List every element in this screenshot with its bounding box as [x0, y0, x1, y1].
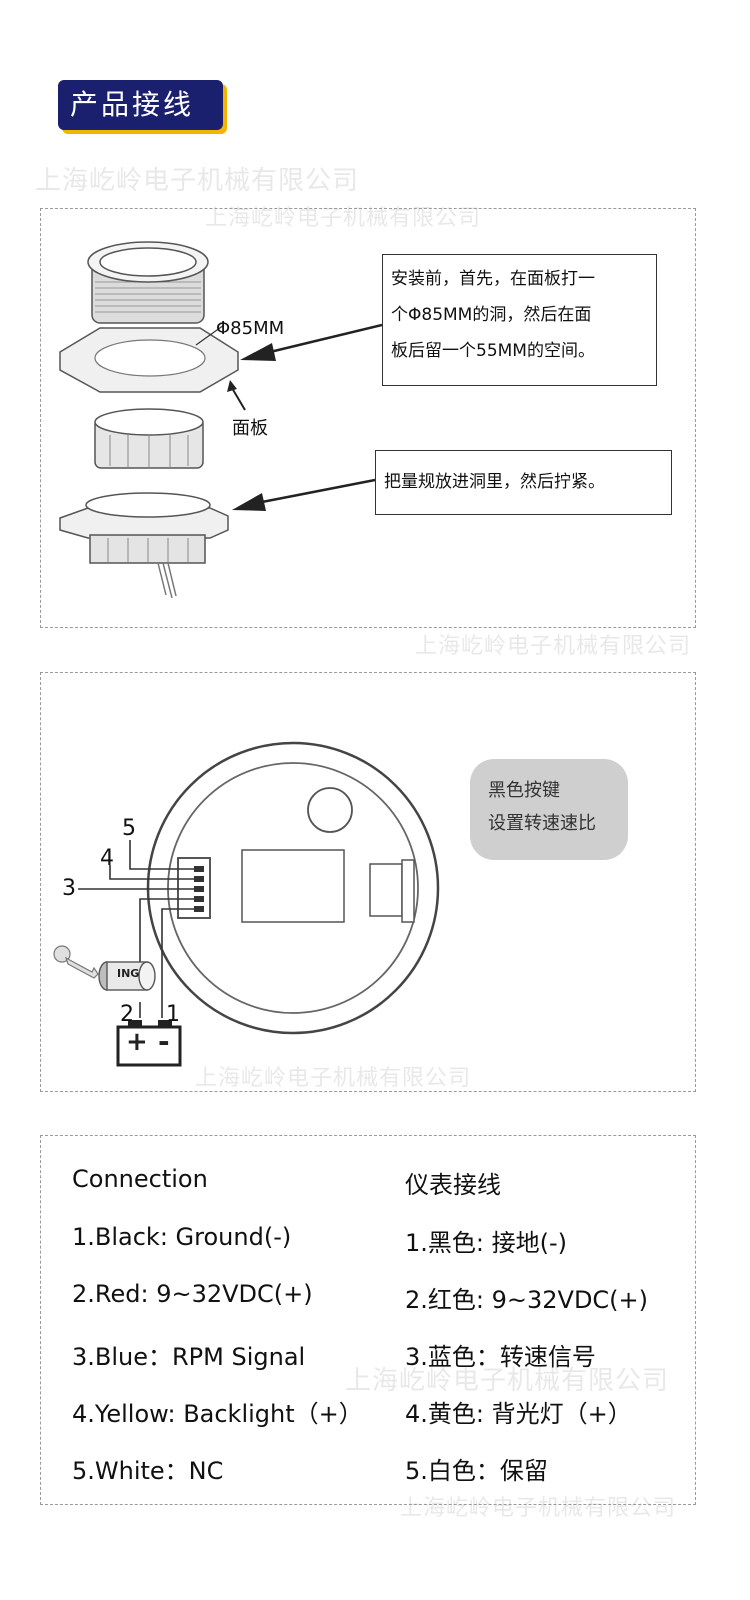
side-tab: [401, 859, 415, 923]
callout-arrow-1: [240, 323, 383, 361]
wire-number-4: 4: [100, 846, 114, 871]
wire-number-1: 1: [166, 1002, 180, 1027]
connection-row-cn: 3.蓝色：转速信号: [405, 1343, 596, 1371]
install-callout-2: 把量规放进洞里，然后拧紧。: [375, 450, 672, 515]
wiring-panel: [40, 672, 696, 1092]
connection-row-en: 3.Blue：RPM Signal: [72, 1343, 306, 1371]
installation-diagram: [59, 241, 383, 599]
battery-terminal-neg: [158, 1020, 172, 1027]
connection-heading-cn: 仪表接线: [405, 1171, 501, 1199]
watermark: 上海屹岭电子机械有限公司: [195, 1066, 472, 1091]
connection-row-cn: 4.黄色: 背光灯（+）: [405, 1400, 632, 1428]
wiring-diagram: [53, 741, 440, 1067]
install-callout-1: 安装前，首先，在面板打一 个Φ85MM的洞，然后在面 板后留一个55MM的空间。: [382, 254, 657, 386]
callout-line: 安装前，首先，在面板打一: [391, 269, 595, 289]
connection-heading-en: Connection: [72, 1165, 208, 1193]
battery-plus-label: +: [126, 1027, 148, 1057]
button-note-pill: 黑色按键 设置转速速比: [470, 759, 628, 860]
connection-row-en: 5.White：NC: [72, 1457, 224, 1485]
connection-row-cn: 1.黑色: 接地(-): [405, 1229, 567, 1257]
button-note-line: 黑色按键: [488, 780, 560, 801]
battery-terminal-pos: [128, 1020, 142, 1027]
panel-label: 面板: [232, 418, 268, 439]
connection-row-cn: 2.红色: 9~32VDC(+): [405, 1286, 649, 1314]
setting-button: [307, 787, 353, 833]
wires: [78, 840, 196, 1018]
watermark: 上海屹岭电子机械有限公司: [35, 166, 360, 196]
dimension-leader: [195, 324, 225, 346]
battery: [116, 1025, 182, 1067]
wire-number-3: 3: [62, 876, 76, 901]
button-note-line: 设置转速速比: [488, 813, 596, 834]
watermark: 上海屹岭电子机械有限公司: [205, 206, 482, 231]
wire-number-2: 2: [120, 1002, 134, 1027]
gauge-bezel: [87, 241, 209, 324]
battery-minus-label: -: [158, 1025, 170, 1058]
side-component: [369, 863, 403, 917]
callout-line: 把量规放进洞里，然后拧紧。: [384, 472, 605, 492]
watermark: 上海屹岭电子机械有限公司: [400, 1496, 677, 1521]
ignition-label: ING: [117, 967, 140, 980]
connection-row-cn: 5.白色：保留: [405, 1457, 548, 1485]
dimension-label: Φ85MM: [216, 318, 285, 339]
callout-arrow-2: [232, 478, 376, 511]
section-title-badge: 产品接线: [58, 80, 227, 134]
watermark: 上海屹岭电子机械有限公司: [345, 1366, 670, 1396]
connector-pins: [194, 866, 204, 912]
ignition-switch: [98, 961, 156, 991]
callout-line: 个Φ85MM的洞，然后在面: [391, 305, 592, 325]
connection-row-en: 4.Yellow: Backlight（+）: [72, 1400, 363, 1428]
panel-label-arrow: [227, 380, 246, 411]
watermark: 上海屹岭电子机械有限公司: [415, 634, 692, 659]
lock-nut: [94, 408, 204, 469]
connection-panel: [40, 1135, 696, 1505]
wire-number-5: 5: [122, 816, 136, 841]
panel-plate: [59, 327, 239, 393]
label-area: [241, 849, 345, 923]
connection-row-en: 1.Black: Ground(-): [72, 1223, 292, 1251]
assembled-gauge: [59, 492, 229, 599]
connection-row-en: 2.Red: 9~32VDC(+): [72, 1280, 313, 1308]
ignition-key: [53, 945, 99, 979]
callout-line: 板后留一个55MM的空间。: [391, 341, 595, 361]
installation-panel: [40, 208, 696, 628]
section-title: 产品接线: [58, 80, 223, 130]
